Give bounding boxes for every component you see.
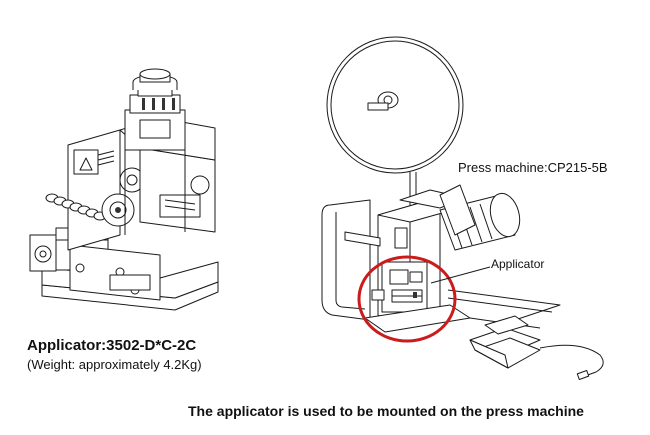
press-machine-drawing — [321, 36, 604, 381]
applicator-weight: (Weight: approximately 4.2Kg) — [27, 357, 202, 372]
callout-leader-line — [430, 266, 491, 284]
applicator-title: Applicator:3502-D*C-2C — [27, 337, 197, 354]
applicator-drawing — [29, 68, 219, 311]
applicator-callout-label: Applicator — [491, 257, 545, 271]
press-machine-label: Press machine:CP215-5B — [458, 160, 608, 175]
caption: The applicator is used to be mounted on … — [188, 403, 584, 419]
highlight-circle — [357, 255, 457, 343]
